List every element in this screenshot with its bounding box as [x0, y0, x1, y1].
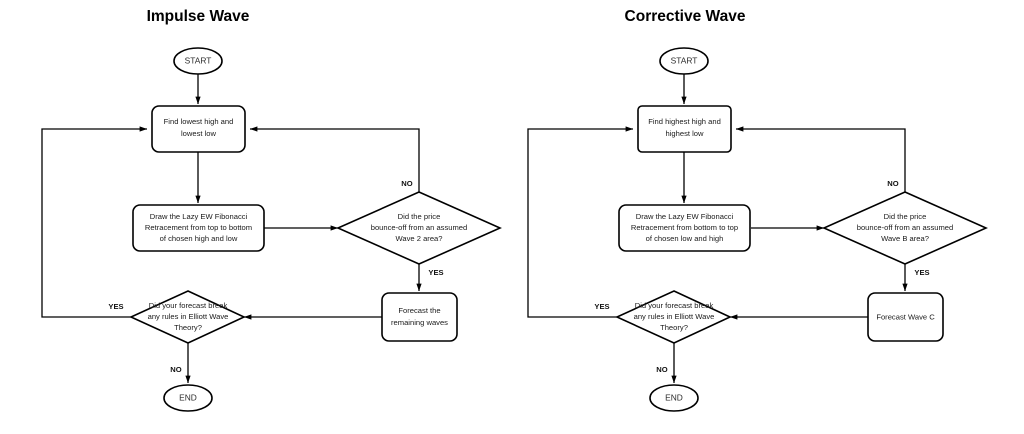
node-rules-impulse: Did your forecast break any rules in Ell…	[129, 290, 246, 344]
node-start-corrective: START	[659, 47, 709, 75]
node-find-impulse-line1: Find lowest high and	[164, 117, 234, 126]
node-draw-impulse: Draw the Lazy EW Fibonacci Retracement f…	[132, 204, 265, 252]
node-draw-impulse-line2: Retracement from top to bottom	[145, 223, 252, 232]
node-bounce-impulse-line3: Wave 2 area?	[396, 234, 443, 243]
edge-rules-yes-to-find	[41, 126, 148, 318]
node-rules-impulse-line1: Did your forecast break	[149, 301, 228, 310]
node-rules-corrective-line1: Did your forecast break	[635, 301, 714, 310]
edge-label-bounce-no-impulse: NO	[401, 179, 412, 188]
node-draw-impulse-line1: Draw the Lazy EW Fibonacci	[150, 212, 248, 221]
chart-title-impulse: Impulse Wave	[147, 8, 250, 25]
node-draw-corrective-line1: Draw the Lazy EW Fibonacci	[636, 212, 734, 221]
node-bounce-corrective-line1: Did the price	[884, 212, 927, 221]
edge-label-rules-yes-impulse: YES	[108, 302, 123, 311]
node-rules-impulse-line2: any rules in Elliott Wave	[148, 312, 229, 321]
node-bounce-corrective-line2: bounce-off from an assumed	[857, 223, 954, 232]
node-end-impulse: END	[163, 384, 213, 412]
node-end-corrective: END	[649, 384, 699, 412]
node-start-impulse-label: START	[185, 56, 212, 66]
chart-impulse-wave: Impulse Wave START Find lowest high and …	[41, 8, 502, 412]
node-draw-corrective: Draw the Lazy EW Fibonacci Retracement f…	[618, 204, 751, 252]
node-bounce-impulse: Did the price bounce-off from an assumed…	[336, 191, 502, 265]
node-find-corrective-line1: Find highest high and	[648, 117, 721, 126]
node-end-impulse-label: END	[179, 393, 197, 403]
node-rules-corrective-line2: any rules in Elliott Wave	[634, 312, 715, 321]
node-forecast-corrective-label: Forecast Wave C	[876, 313, 935, 322]
node-draw-corrective-line2: Retracement from bottom to top	[631, 223, 738, 232]
edge-label-rules-yes-corrective: YES	[594, 302, 609, 311]
node-bounce-impulse-line2: bounce-off from an assumed	[371, 223, 468, 232]
node-forecast-impulse: Forecast the remaining waves	[381, 292, 458, 342]
edge-label-bounce-yes-impulse: YES	[428, 268, 443, 277]
node-find-impulse: Find lowest high and lowest low	[151, 105, 246, 153]
node-draw-impulse-line3: of chosen high and low	[160, 234, 238, 243]
node-forecast-corrective: Forecast Wave C	[867, 292, 944, 342]
edge-label-bounce-yes-corrective: YES	[914, 268, 929, 277]
edge-label-rules-no-corrective: NO	[656, 365, 667, 374]
edge-label-bounce-no-corrective: NO	[887, 179, 898, 188]
node-bounce-impulse-line1: Did the price	[398, 212, 441, 221]
edge-bounce-no-to-find-corr	[735, 126, 906, 192]
node-bounce-corrective: Did the price bounce-off from an assumed…	[822, 191, 988, 265]
node-rules-corrective: Did your forecast break any rules in Ell…	[615, 290, 732, 344]
node-start-corrective-label: START	[671, 56, 698, 66]
node-rules-impulse-line3: Theory?	[174, 323, 202, 332]
node-rules-corrective-line3: Theory?	[660, 323, 688, 332]
edge-label-rules-no-impulse: NO	[170, 365, 181, 374]
edge-rules-yes-to-find-corr	[527, 126, 634, 318]
chart-corrective-wave: Corrective Wave START Find highest high …	[527, 8, 988, 412]
node-forecast-impulse-line2: remaining waves	[391, 318, 448, 327]
node-draw-corrective-line3: of chosen low and high	[646, 234, 724, 243]
node-find-corrective: Find highest high and highest low	[637, 105, 732, 153]
node-bounce-corrective-line3: Wave B area?	[881, 234, 929, 243]
chart-title-corrective: Corrective Wave	[625, 8, 746, 25]
node-end-corrective-label: END	[665, 393, 683, 403]
node-forecast-impulse-line1: Forecast the	[398, 306, 440, 315]
node-start-impulse: START	[173, 47, 223, 75]
edge-bounce-no-to-find	[249, 126, 420, 192]
node-find-impulse-line2: lowest low	[181, 129, 217, 138]
node-find-corrective-line2: highest low	[666, 129, 705, 138]
